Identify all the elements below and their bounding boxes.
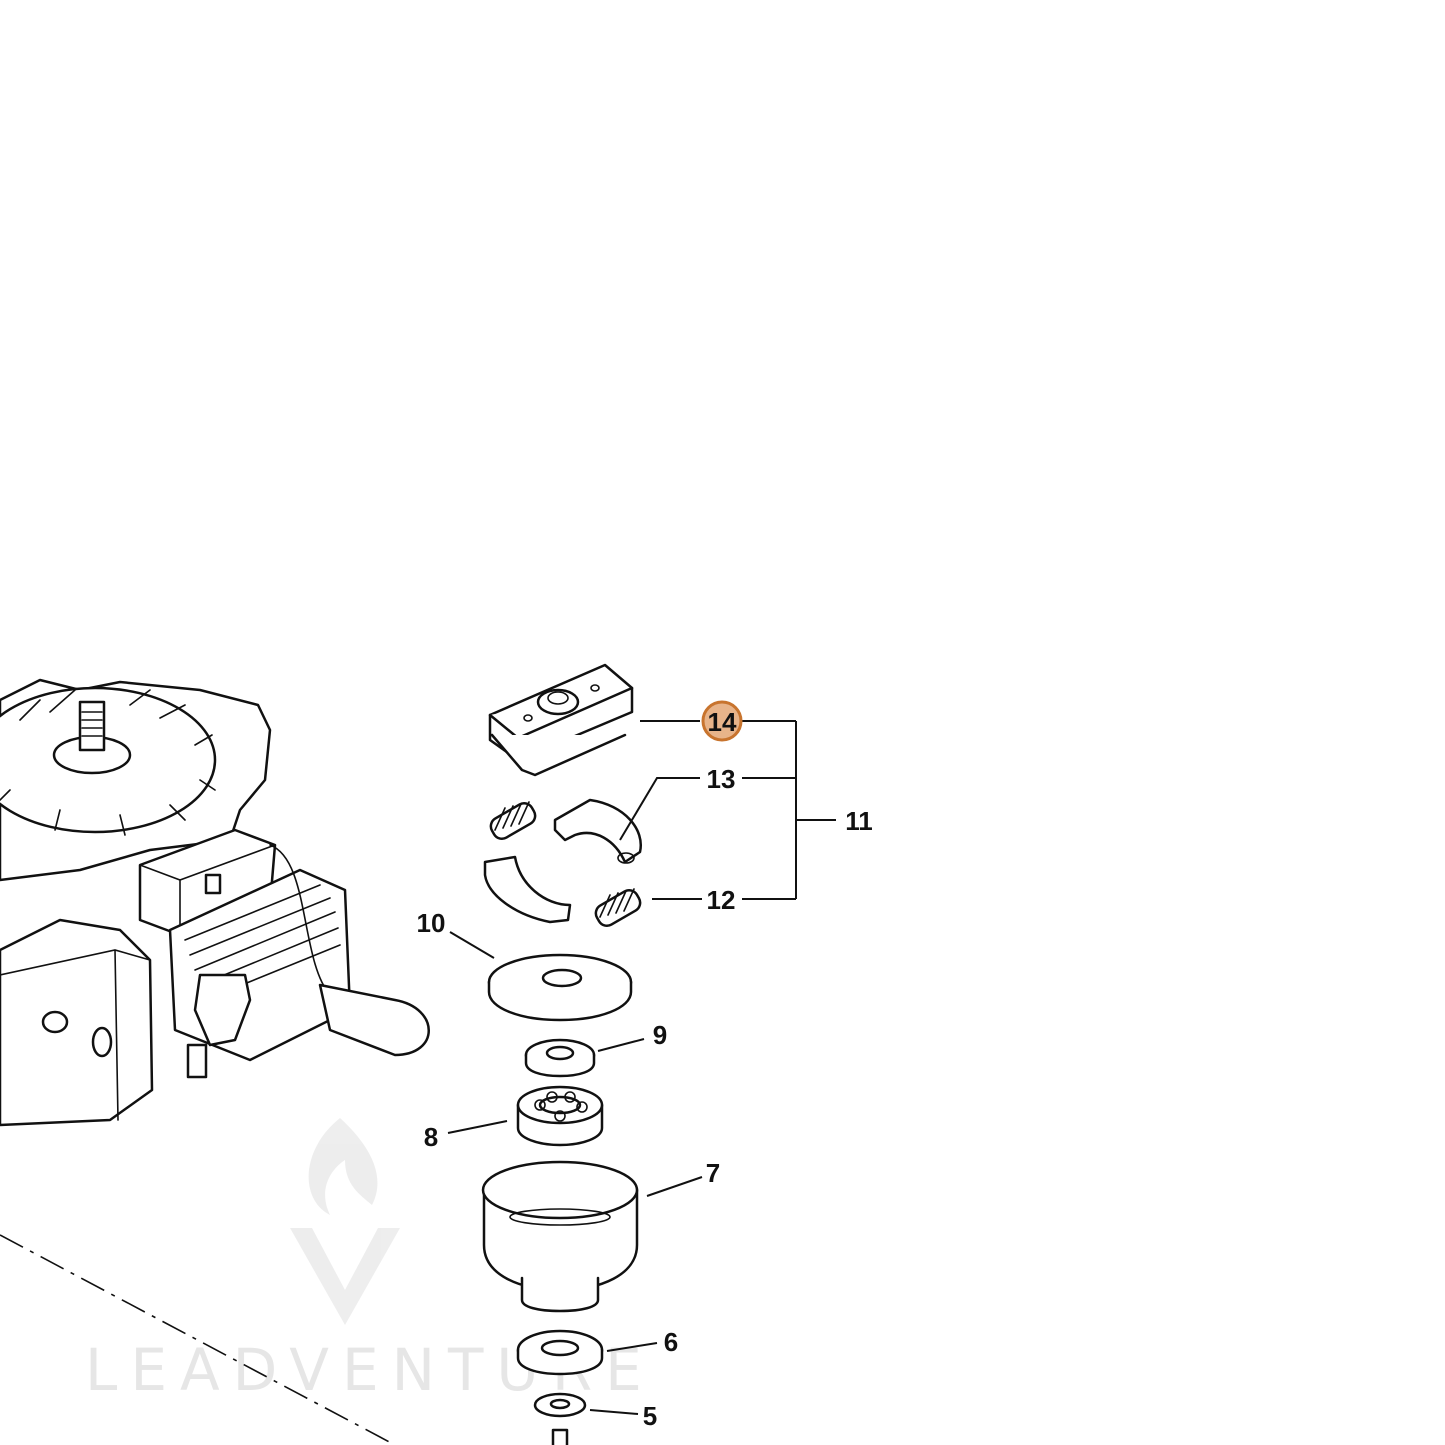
engine-assembly — [0, 678, 430, 1445]
watermark-logo-icon — [290, 1118, 400, 1325]
part-12-spring-upper[interactable] — [488, 800, 539, 842]
callout-14-highlight — [701, 700, 743, 742]
callout-14-label: 14 — [708, 707, 737, 737]
part-14-carrier-plate[interactable] — [488, 663, 634, 777]
callout-10-label[interactable]: 10 — [417, 908, 446, 938]
callout-11-label[interactable]: 11 — [845, 806, 873, 836]
shaft-stub — [551, 1428, 569, 1445]
callout-12-label[interactable]: 12 — [707, 885, 736, 915]
callout-8-label[interactable]: 8 — [424, 1122, 438, 1152]
callout-5-label[interactable]: 5 — [643, 1401, 657, 1431]
callout-7-label[interactable]: 7 — [706, 1158, 720, 1188]
part-10-large-washer[interactable] — [487, 953, 633, 1022]
part-8-ball-bearing[interactable] — [516, 1085, 604, 1147]
callout-6-label[interactable]: 6 — [664, 1327, 678, 1357]
callout-14[interactable]: 14 — [701, 700, 743, 742]
part-13-clutch-shoe-lower[interactable] — [483, 855, 572, 924]
leader-lines — [447, 720, 836, 1415]
part-7-clutch-drum[interactable] — [481, 1160, 639, 1313]
part-9-washer[interactable] — [524, 1038, 596, 1078]
part-6-washer[interactable] — [516, 1329, 604, 1376]
callout-9-label[interactable]: 9 — [653, 1020, 667, 1050]
part-12-spring-lower[interactable] — [593, 887, 644, 929]
callout-13-label[interactable]: 13 — [707, 764, 736, 794]
part-5-washer[interactable] — [533, 1392, 587, 1418]
part-13-clutch-shoe-upper[interactable] — [553, 798, 643, 864]
